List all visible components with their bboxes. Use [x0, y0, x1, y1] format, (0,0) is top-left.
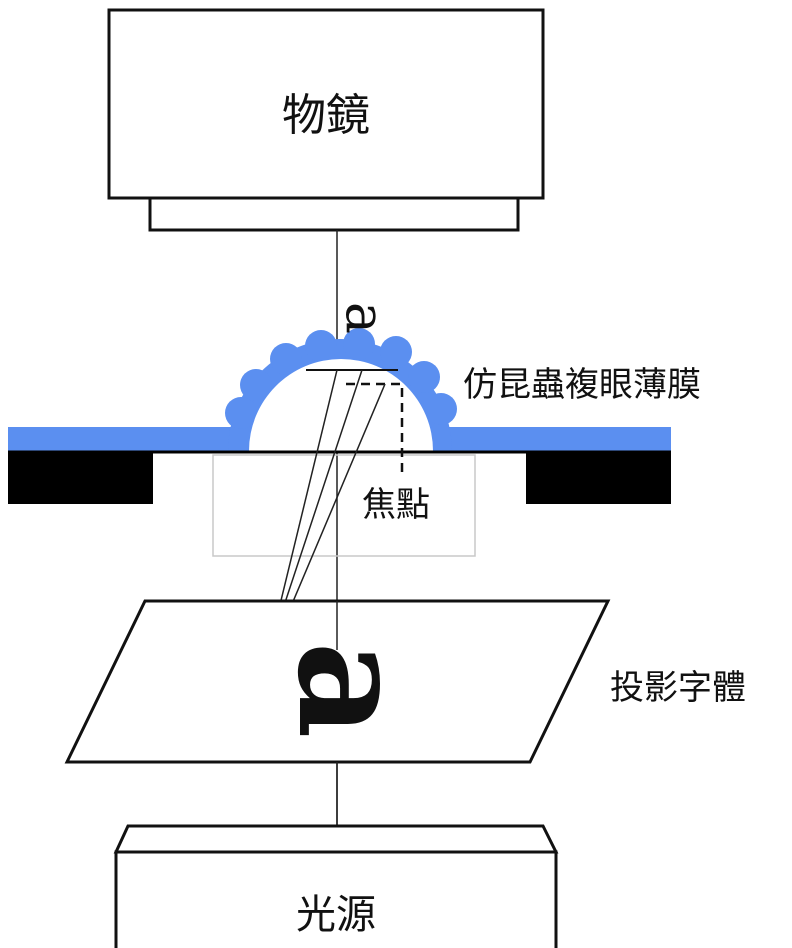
light-source-label: 光源 — [296, 892, 376, 938]
small-letter-a: a — [334, 302, 397, 334]
light-source-top — [113, 824, 559, 854]
film-label: 仿昆蟲複眼薄膜 — [463, 365, 701, 405]
focal-dashed-guide — [346, 382, 404, 478]
focus-region-box — [212, 454, 476, 557]
focal-point-label: 焦點 — [362, 485, 430, 525]
light-source-body — [114, 850, 558, 948]
projected-letter-a: a — [264, 641, 440, 738]
objective-lens-label: 物鏡 — [282, 90, 370, 141]
dome-cavity — [249, 359, 433, 451]
lenslet — [305, 330, 337, 362]
objective-lens-tip — [148, 196, 520, 232]
lenslet — [343, 328, 375, 360]
objective-lens-body — [107, 8, 545, 200]
light-source: 光源 — [113, 762, 559, 948]
objective-lens: 物鏡 — [107, 8, 545, 232]
stage-left-block — [8, 452, 153, 504]
lenslet — [270, 343, 302, 375]
lenslet — [408, 361, 440, 393]
projection-plane — [64, 599, 611, 764]
projected-char-label: 投影字體 — [610, 668, 746, 708]
lenslet — [425, 393, 457, 425]
stage-right-block — [526, 452, 671, 504]
lenslet — [240, 369, 272, 401]
lenslet — [225, 397, 257, 429]
lenslet — [380, 336, 412, 368]
